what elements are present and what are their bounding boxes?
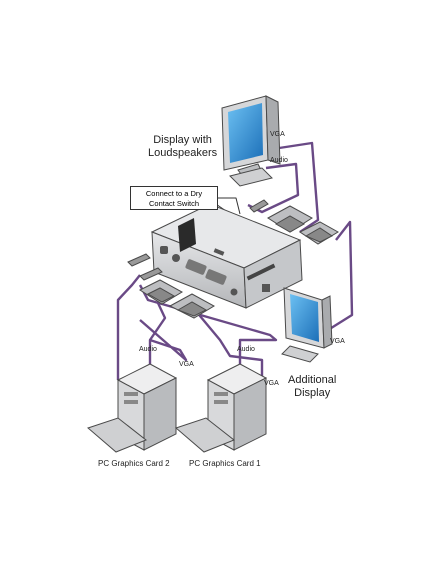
label-vga-left: VGA [179, 361, 194, 368]
monitor-icon [221, 95, 281, 187]
label-additional-display: Additional Display [288, 374, 336, 400]
label-audio-top: Audio [270, 157, 288, 164]
label-vga-top: VGA [270, 131, 285, 138]
label-line: Additional [288, 374, 337, 386]
cables [116, 141, 354, 380]
keyboard-icon [87, 417, 147, 453]
label-line: Display [294, 387, 331, 399]
label-line: Display with [153, 134, 212, 146]
cable-vga-pc2 [139, 319, 188, 378]
cable-dry-contact [218, 197, 241, 215]
cable-vga-pc2-b [149, 302, 167, 341]
callout-dry-contact: Connect to a Dry Contact Switch [130, 186, 218, 210]
cable-audio-pc2 [116, 274, 141, 380]
label-vga-bottom: VGA [264, 380, 279, 387]
label-line: Contact Switch [148, 199, 200, 208]
cable-vga-top-monitor [265, 141, 320, 233]
label-audio-left: Audio [139, 346, 157, 353]
label-display-loudspeakers: Display with Loudspeakers [148, 134, 217, 160]
keyboard-icon [175, 417, 235, 453]
label-line: Connect to a Dry [145, 189, 203, 198]
label-line: Loudspeakers [148, 147, 218, 159]
switcher-device-icon [150, 203, 303, 309]
cable-audio-pc1 [138, 284, 278, 380]
pc-tower-icon [206, 363, 268, 451]
cable-vga-pc1 [194, 309, 264, 378]
label-vga-right: VGA [330, 338, 345, 345]
cable-vga-additional-display [327, 220, 354, 332]
label-pc-card-1: PC Graphics Card 1 [189, 459, 261, 468]
label-audio-right: Audio [237, 346, 255, 353]
monitor-icon [281, 287, 333, 363]
label-pc-card-2: PC Graphics Card 2 [98, 459, 170, 468]
vga-connector-icon [127, 199, 339, 319]
